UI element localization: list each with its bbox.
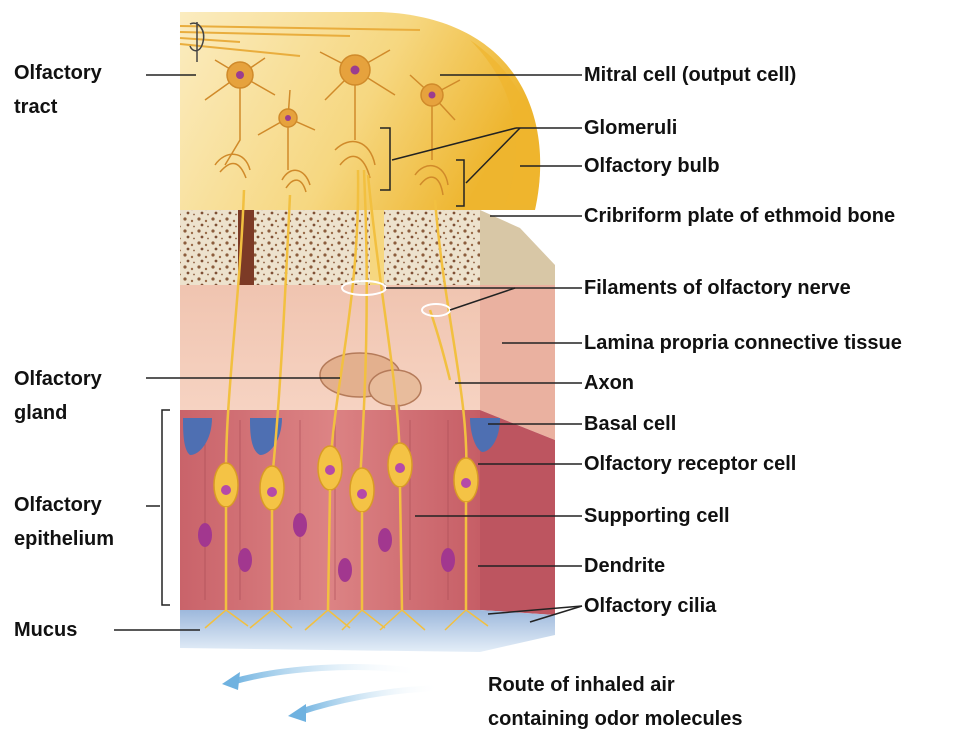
label-cribriform-plate: Cribriform plate of ethmoid bone [584,199,895,233]
label-filaments: Filaments of olfactory nerve [584,271,851,305]
mucus-layer [180,610,555,652]
label-glomeruli: Glomeruli [584,111,677,145]
olfactory-epithelium [180,410,555,615]
label-olfactory-epithelium: Olfactory epithelium [14,488,114,556]
label-mucus: Mucus [14,613,77,647]
label-dendrite: Dendrite [584,549,665,583]
label-receptor-cell: Olfactory receptor cell [584,447,796,481]
label-olfactory-cilia: Olfactory cilia [584,589,716,623]
label-mitral-cell: Mitral cell (output cell) [584,58,796,92]
air-flow-arrows [222,667,440,722]
label-olfactory-bulb: Olfactory bulb [584,149,720,183]
label-olfactory-tract: Olfactory tract [14,56,102,124]
label-axon: Axon [584,366,634,400]
label-supporting-cell: Supporting cell [584,499,730,533]
label-olfactory-gland: Olfactory gland [14,362,102,430]
label-basal-cell: Basal cell [584,407,676,441]
label-lamina-propria: Lamina propria connective tissue [584,326,902,360]
label-route-inhaled-air: Route of inhaled air containing odor mol… [488,668,742,736]
